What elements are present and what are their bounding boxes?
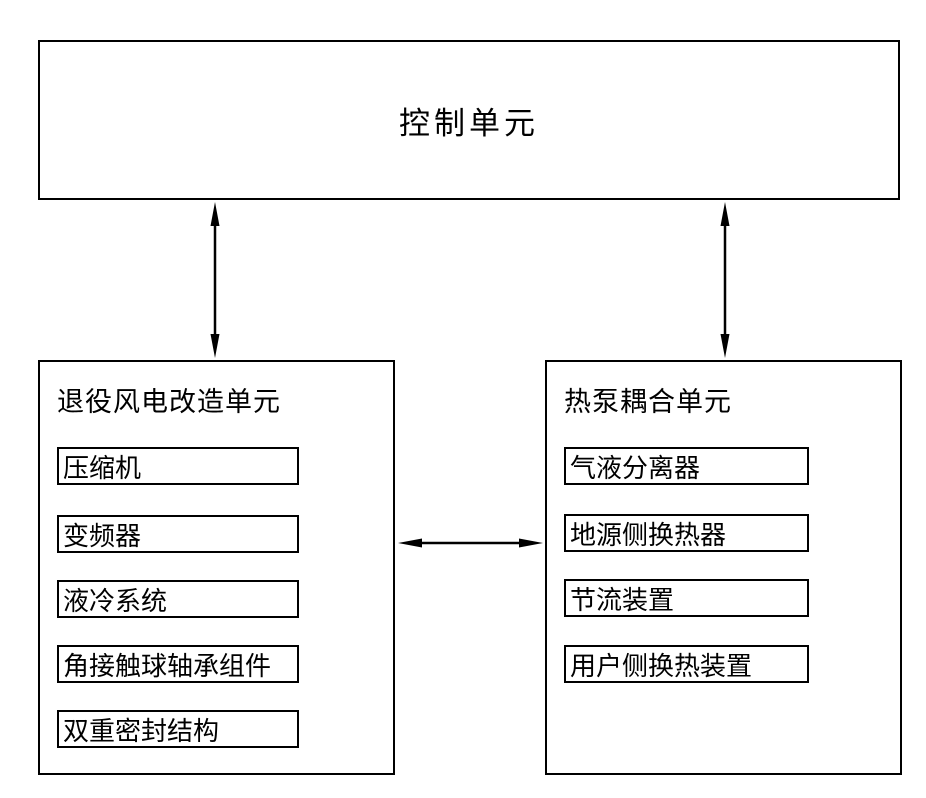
control-unit-label: 控制单元: [399, 105, 539, 141]
right-unit-item-user-heat-exchanger: 用户侧换热装置: [564, 645, 809, 683]
control-unit-box: 控制单元: [38, 40, 900, 200]
left-unit-item-compressor: 压缩机: [57, 447, 299, 485]
right-unit-item-throttle: 节流装置: [564, 579, 809, 617]
right-unit-item-ground-heat-exchanger: 地源侧换热器: [564, 514, 809, 552]
left-unit-item-liquid-cooling: 液冷系统: [57, 580, 299, 618]
left-vertical-arrow: [210, 202, 220, 358]
right-unit-title: 热泵耦合单元: [564, 387, 732, 417]
right-unit-item-separator: 气液分离器: [564, 447, 809, 485]
right-vertical-arrow: [720, 202, 730, 358]
left-unit-title: 退役风电改造单元: [57, 387, 281, 417]
left-unit-item-inverter: 变频器: [57, 515, 299, 553]
left-unit-box: 退役风电改造单元 压缩机 变频器 液冷系统 角接触球轴承组件 双重密封结构: [38, 360, 395, 775]
horizontal-arrow: [398, 538, 543, 548]
left-unit-item-double-seal: 双重密封结构: [57, 710, 299, 748]
right-unit-box: 热泵耦合单元 气液分离器 地源侧换热器 节流装置 用户侧换热装置: [545, 360, 902, 775]
left-unit-item-bearing-assembly: 角接触球轴承组件: [57, 645, 299, 683]
